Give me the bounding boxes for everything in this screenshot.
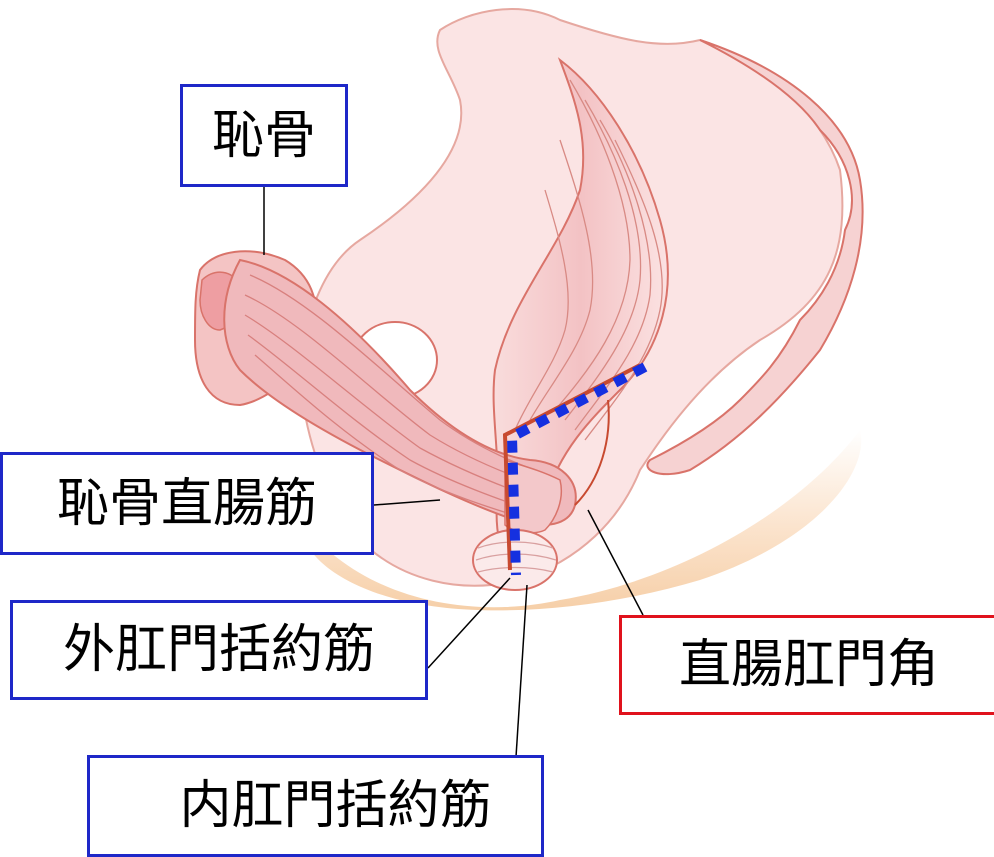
label-puborectalis: 恥骨直腸筋 xyxy=(0,452,374,555)
label-anorectal-angle: 直腸肛門角 xyxy=(619,615,994,715)
label-external-anal-sphincter: 外肛門括約筋 xyxy=(10,600,428,700)
leader-internal-sphincter xyxy=(516,585,527,757)
label-internal-anal-sphincter: 内肛門括約筋 xyxy=(87,755,544,857)
label-pubis: 恥骨 xyxy=(180,84,348,187)
leader-external-sphincter xyxy=(428,578,510,668)
